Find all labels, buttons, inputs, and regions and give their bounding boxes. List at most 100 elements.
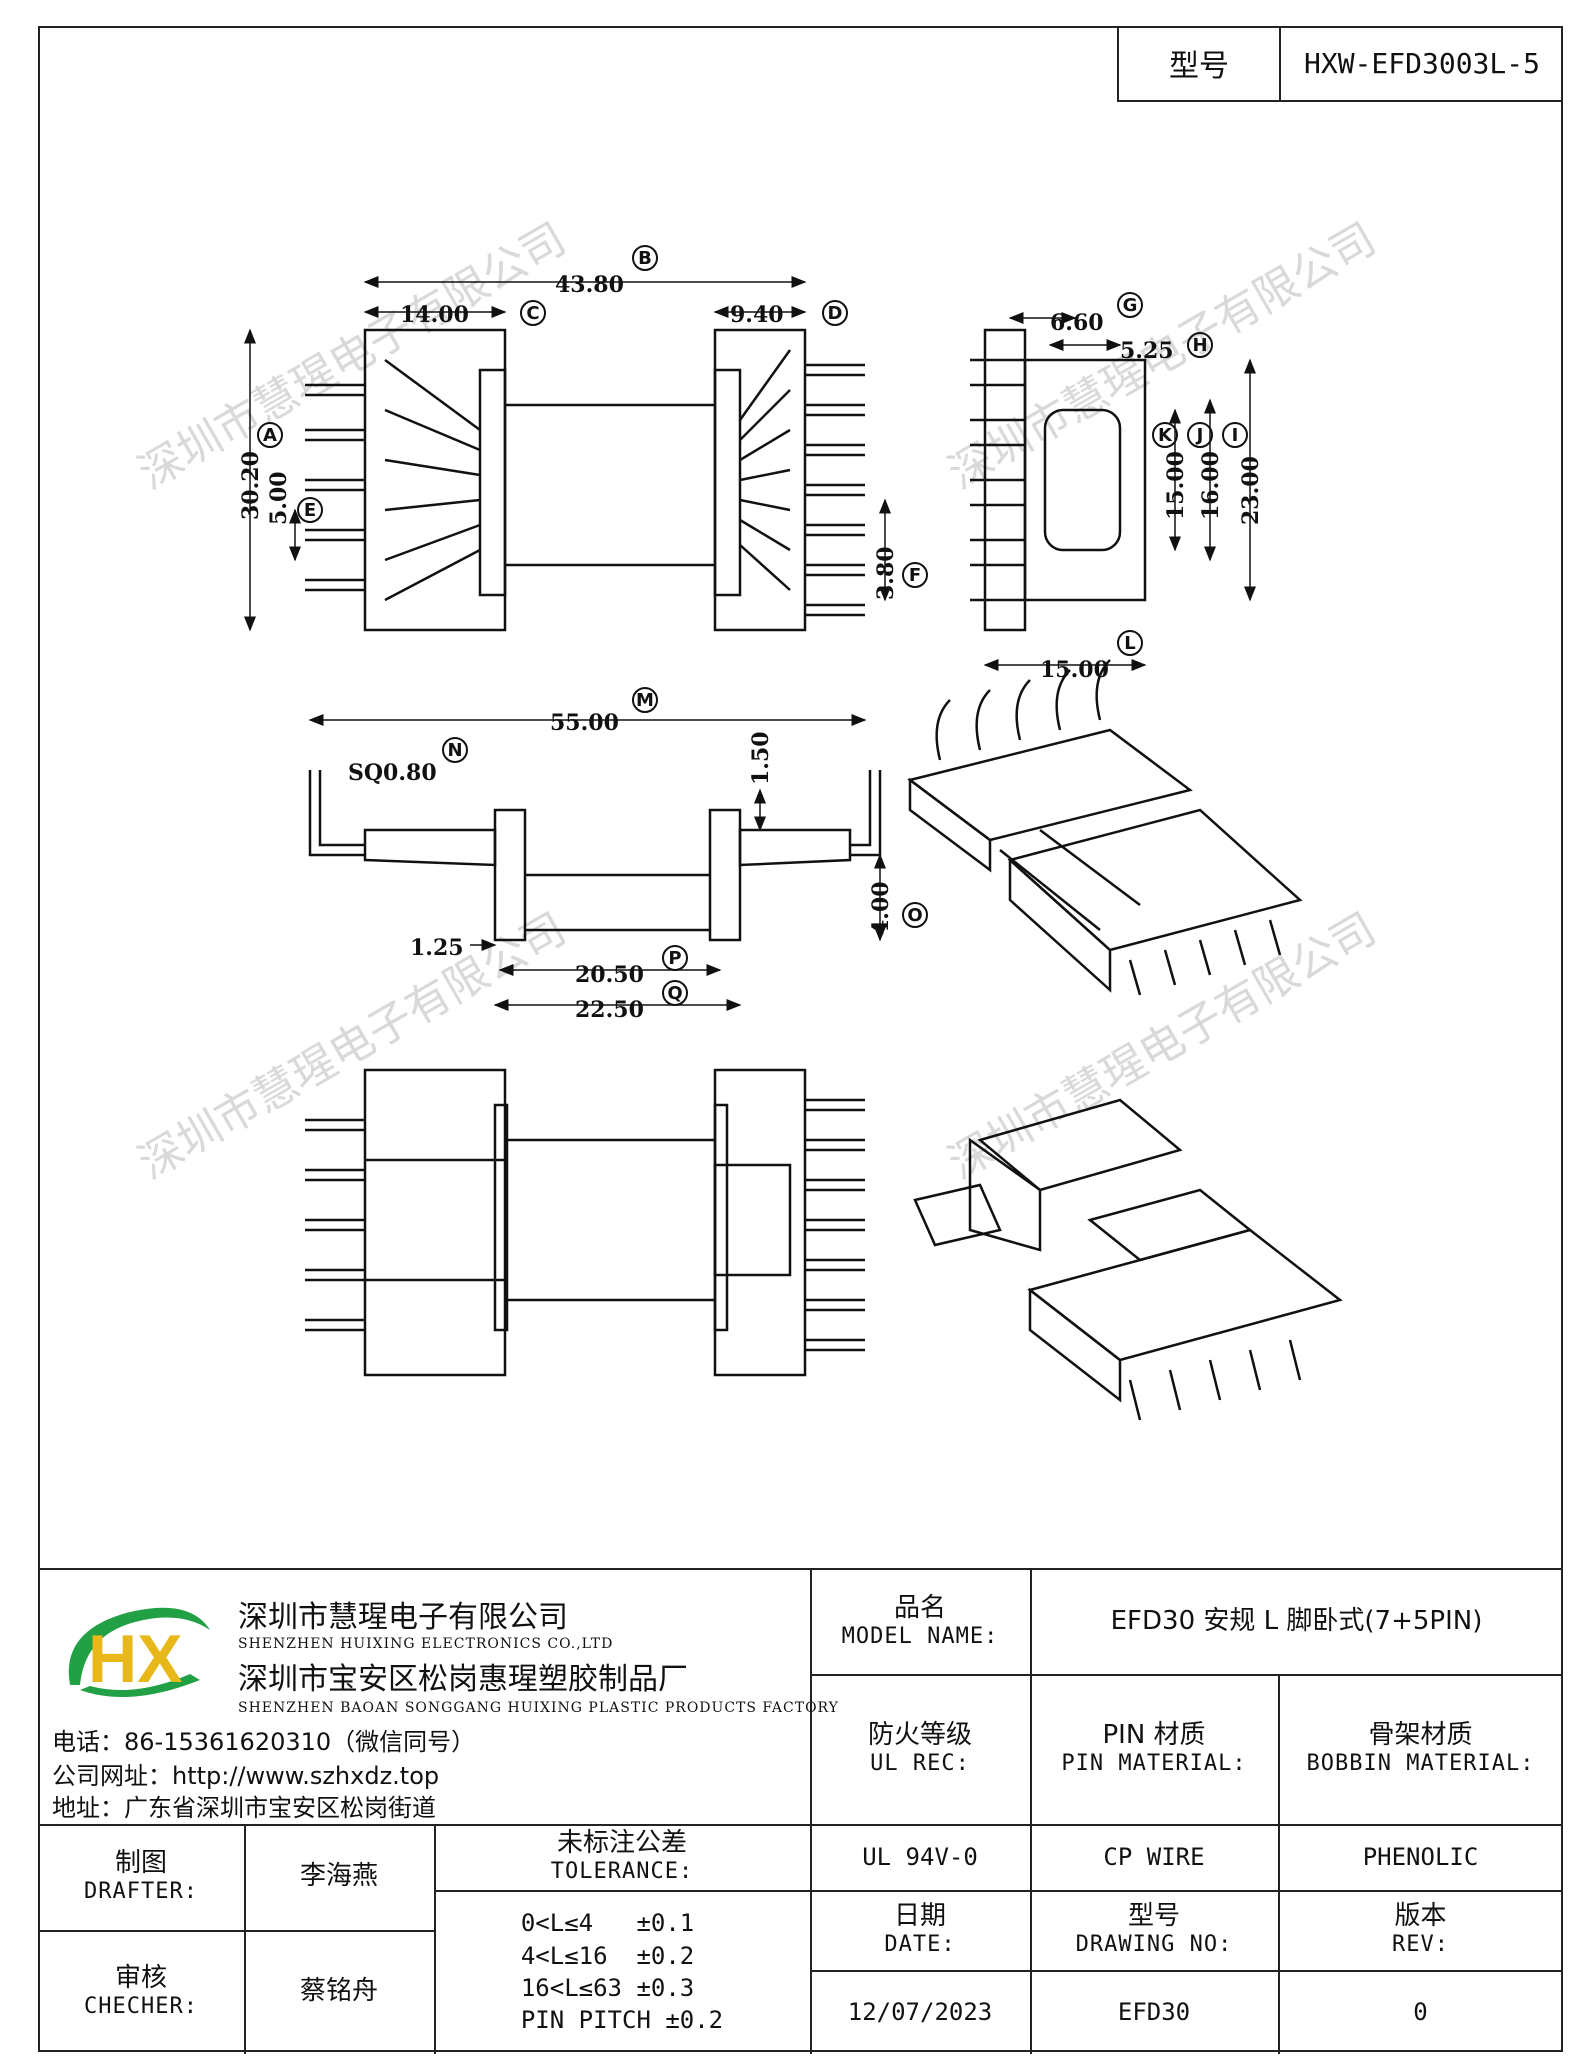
dim-R: 1.25 bbox=[410, 935, 464, 961]
date-en: DATE: bbox=[884, 1932, 956, 1958]
date-cn: 日期 bbox=[893, 1901, 946, 1932]
checker-label: 审核 CHECHER: bbox=[38, 1930, 244, 2054]
tag-E: E bbox=[304, 500, 316, 521]
drafter-cn: 制图 bbox=[114, 1848, 167, 1879]
ul-value-text: UL 94V-0 bbox=[862, 1842, 978, 1871]
dim-J: 16.00 bbox=[1198, 451, 1224, 520]
tag-H: H bbox=[1192, 335, 1207, 356]
tolerance-line-4: PIN PITCH ±0.2 bbox=[520, 2006, 724, 2035]
tag-J: J bbox=[1195, 425, 1204, 446]
ul-cn: 防火等级 bbox=[867, 1720, 972, 1751]
tolerance-table: 0<L≤4 ±0.1 4<L≤16 ±0.2 16<L≤63 ±0.3 PIN … bbox=[434, 1890, 810, 2054]
dim-A: 30.20 bbox=[238, 451, 264, 520]
checker-value: 蔡铭舟 bbox=[244, 1930, 434, 2054]
dim-E: 5.00 bbox=[266, 471, 292, 525]
company-name-cn: 深圳市慧瑆电子有限公司 bbox=[238, 1600, 568, 1635]
pin-value-text: CP WIRE bbox=[1103, 1842, 1205, 1871]
tag-K: K bbox=[1158, 425, 1173, 446]
model-name-en: MODEL NAME: bbox=[841, 1624, 999, 1650]
model-name-value: EFD30 安规 L 脚卧式(7+5PIN) bbox=[1030, 1570, 1563, 1674]
tolerance-label: 未标注公差 TOLERANCE: bbox=[434, 1824, 810, 1890]
model-name-cn: 品名 bbox=[893, 1593, 946, 1624]
company-logo: HX bbox=[68, 1607, 210, 1698]
tolerance-cn: 未标注公差 bbox=[556, 1828, 687, 1859]
isometric-view-top bbox=[907, 659, 1303, 996]
tag-O: O bbox=[907, 905, 922, 926]
tag-P: P bbox=[668, 948, 681, 969]
model-label: 型号 bbox=[1119, 26, 1281, 100]
factory-name-en: SHENZHEN BAOAN SONGGANG HUIXING PLASTIC … bbox=[238, 1700, 839, 1716]
model-value: HXW-EFD3003L-5 bbox=[1303, 46, 1540, 80]
bobbin-value: PHENOLIC bbox=[1278, 1824, 1563, 1890]
dim-S: 1.50 bbox=[748, 731, 774, 785]
factory-name-cn: 深圳市宝安区松岗惠瑆塑胶制品厂 bbox=[238, 1662, 688, 1697]
dim-C: 14.00 bbox=[400, 302, 469, 328]
bobbin-cn: 骨架材质 bbox=[1368, 1720, 1473, 1751]
tag-N: N bbox=[447, 740, 462, 761]
tolerance-line-1: 0<L≤4 ±0.1 bbox=[520, 1909, 695, 1938]
tag-L: L bbox=[1124, 633, 1135, 654]
drawing-no-cn: 型号 bbox=[1127, 1901, 1180, 1932]
tag-D: D bbox=[828, 303, 843, 324]
pin-material-label: PIN 材质 PIN MATERIAL: bbox=[1030, 1674, 1278, 1824]
watermark-group: 深圳市慧瑆电子有限公司 深圳市慧瑆电子有限公司 深圳市慧瑆电子有限公司 深圳市慧… bbox=[130, 213, 1385, 1189]
front-view bbox=[308, 770, 882, 942]
dim-M: 55.00 bbox=[550, 710, 619, 736]
company-website[interactable]: 公司网址：http://www.szhxdz.top bbox=[52, 1762, 440, 1790]
top-view bbox=[305, 328, 865, 632]
rev-value-text: 0 bbox=[1413, 1997, 1428, 2026]
tolerance-line-3: 16<L≤63 ±0.3 bbox=[520, 1974, 695, 2002]
tag-Q: Q bbox=[667, 983, 682, 1004]
bobbin-value-text: PHENOLIC bbox=[1362, 1842, 1479, 1871]
dim-Q: 22.50 bbox=[575, 997, 644, 1023]
dim-I: 23.00 bbox=[1238, 456, 1264, 525]
logo-text: HX bbox=[88, 1621, 182, 1697]
drawing-frame bbox=[38, 26, 1563, 2052]
dim-D: 9.40 bbox=[730, 302, 784, 328]
rev-en: REV: bbox=[1392, 1932, 1449, 1958]
company-phone: 电话：86-15361620310（微信同号） bbox=[52, 1728, 476, 1756]
model-box: 型号 HXW-EFD3003L-5 bbox=[1117, 26, 1563, 102]
date-label: 日期 DATE: bbox=[810, 1890, 1030, 1970]
drafter-en: DRAFTER: bbox=[84, 1879, 198, 1905]
dim-G: 6.60 bbox=[1050, 310, 1104, 336]
circle-tags: B C D A E F G H I J K L M N O P Q bbox=[263, 248, 1238, 1004]
title-block: HX 深圳市慧瑆电子有限公司 SHENZHEN HUIXING ELECTRON… bbox=[38, 1568, 1563, 2054]
tolerance-line-2: 4<L≤16 ±0.2 bbox=[520, 1941, 695, 1970]
drafter-label: 制图 DRAFTER: bbox=[38, 1824, 244, 1930]
bobbin-material-label: 骨架材质 BOBBIN MATERIAL: bbox=[1278, 1674, 1563, 1824]
tag-A: A bbox=[263, 425, 277, 446]
dim-P: 20.50 bbox=[575, 962, 644, 988]
date-value-text: 12/07/2023 bbox=[847, 1997, 993, 2026]
drafter-name: 李海燕 bbox=[299, 1861, 378, 1892]
bottom-view bbox=[305, 1068, 865, 1377]
tag-I: I bbox=[1232, 425, 1239, 446]
company-name-en: SHENZHEN HUIXING ELECTRONICS CO.,LTD bbox=[238, 1636, 614, 1652]
dim-H: 5.25 bbox=[1120, 338, 1174, 364]
dimension-labels: 43.80 14.00 9.40 30.20 5.00 3.80 6.60 5.… bbox=[238, 272, 1264, 1023]
ul-value: UL 94V-0 bbox=[810, 1824, 1030, 1890]
tolerance-en: TOLERANCE: bbox=[550, 1859, 694, 1885]
drawing-no-value: EFD30 bbox=[1030, 1970, 1278, 2054]
model-name-label: 品名 MODEL NAME: bbox=[810, 1570, 1030, 1674]
tag-F: F bbox=[909, 565, 921, 586]
ul-label: 防火等级 UL REC: bbox=[810, 1674, 1030, 1824]
drawing-no-en: DRAWING NO: bbox=[1075, 1932, 1233, 1958]
company-address: 地址：广东省深圳市宝安区松岗街道 bbox=[52, 1794, 436, 1822]
pin-cn: PIN 材质 bbox=[1102, 1720, 1206, 1751]
dim-F: 3.80 bbox=[873, 546, 899, 600]
isometric-view-bottom bbox=[913, 1098, 1343, 1421]
dim-B: 43.80 bbox=[555, 272, 624, 298]
tag-M: M bbox=[636, 690, 654, 711]
model-name-value-text: EFD30 安规 L 脚卧式(7+5PIN) bbox=[1110, 1606, 1483, 1637]
rev-cn: 版本 bbox=[1394, 1901, 1447, 1932]
tag-G: G bbox=[1123, 295, 1138, 316]
dim-N: SQ0.80 bbox=[348, 760, 437, 786]
pin-value: CP WIRE bbox=[1030, 1824, 1278, 1890]
dim-K: 15.00 bbox=[1163, 451, 1189, 520]
rev-label: 版本 REV: bbox=[1278, 1890, 1563, 1970]
tag-B: B bbox=[638, 248, 652, 269]
ul-en: UL REC: bbox=[870, 1751, 970, 1777]
drawing-no-label: 型号 DRAWING NO: bbox=[1030, 1890, 1278, 1970]
